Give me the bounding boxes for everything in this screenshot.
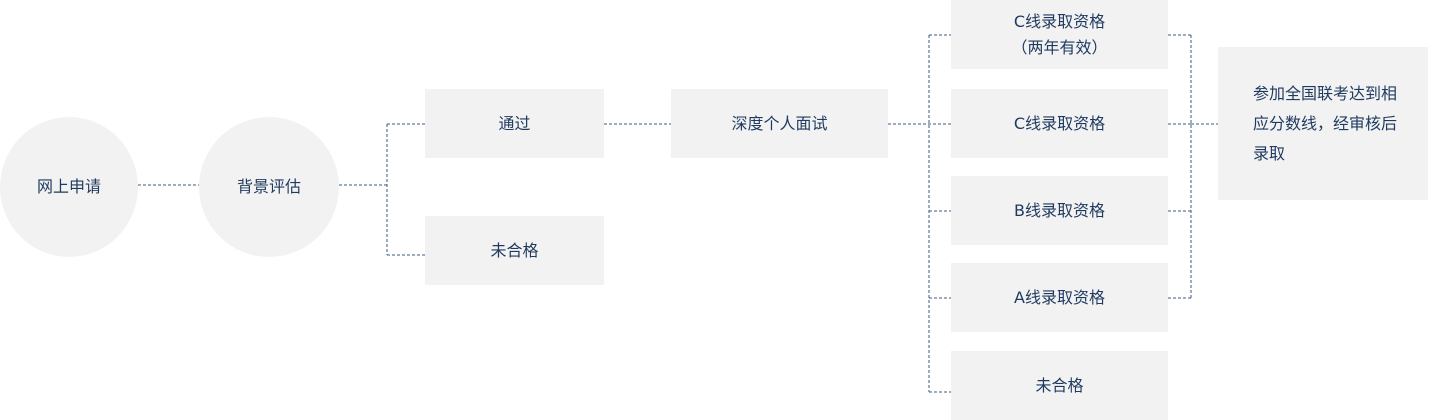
node-c-line-two-year-label: C线录取资格	[1013, 11, 1106, 31]
node-c-line: C线录取资格	[951, 89, 1168, 158]
node-c-line-two-year: C线录取资格 （两年有效）	[951, 0, 1168, 69]
node-c-line-label: C线录取资格	[1013, 113, 1106, 133]
node-apply-online: 网上申请	[0, 117, 138, 257]
node-interview-label: 深度个人面试	[731, 113, 828, 133]
node-fail-1: 未合格	[425, 216, 604, 285]
node-fail-2-label: 未合格	[1035, 375, 1084, 395]
node-b-line-label: B线录取资格	[1014, 200, 1105, 220]
node-background-eval: 背景评估	[199, 117, 339, 257]
node-interview: 深度个人面试	[671, 89, 888, 158]
node-fail-2: 未合格	[951, 351, 1168, 420]
node-background-eval-label: 背景评估	[236, 177, 301, 196]
node-final-note: 参加全国联考达到相应分数线，经审核后录取	[1218, 47, 1428, 200]
node-final-note-text: 参加全国联考达到相应分数线，经审核后录取	[1253, 83, 1398, 163]
node-a-line-label: A线录取资格	[1014, 287, 1105, 307]
node-b-line: B线录取资格	[951, 176, 1168, 245]
node-apply-online-label: 网上申请	[36, 177, 101, 196]
node-fail-1-label: 未合格	[490, 240, 539, 260]
node-a-line: A线录取资格	[951, 263, 1168, 332]
node-pass-label: 通过	[498, 113, 531, 133]
node-pass: 通过	[425, 89, 604, 158]
node-c-line-two-year-validity: （两年有效）	[1011, 37, 1108, 57]
